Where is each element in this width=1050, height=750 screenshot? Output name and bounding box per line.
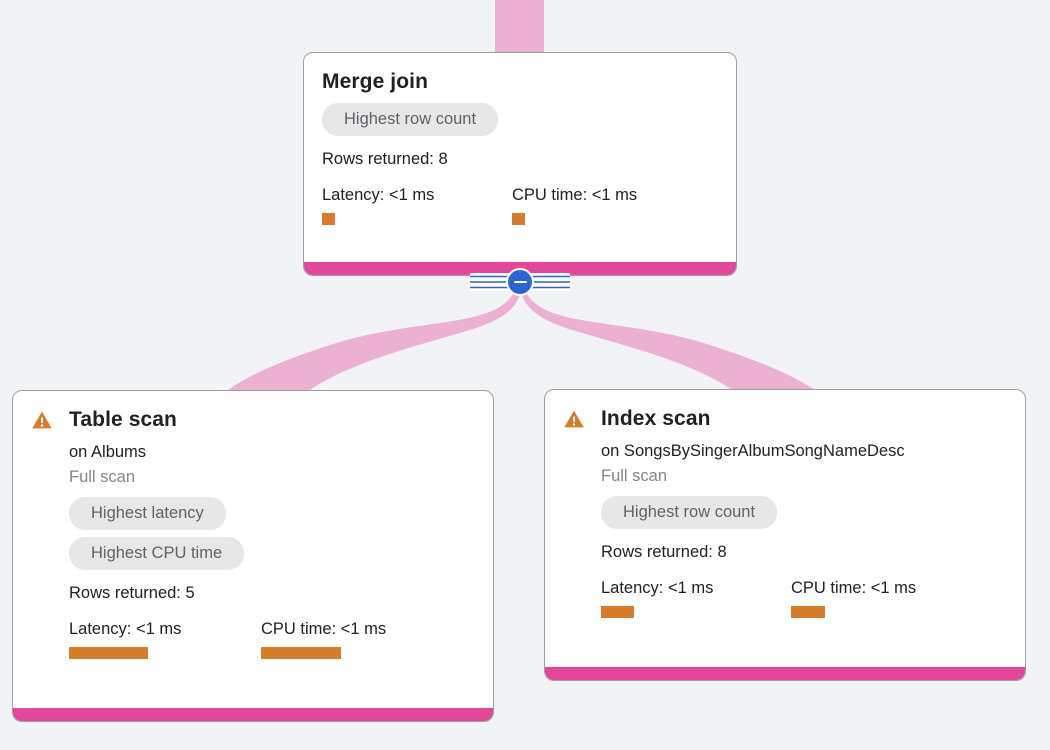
node-metrics: Latency: <1 ms CPU time: <1 ms xyxy=(322,185,718,225)
plan-node-merge-join[interactable]: Merge join Highest row count Rows return… xyxy=(303,52,737,276)
edge-merge-join-to-index-scan xyxy=(521,288,815,390)
edge-merge-join-to-table-scan xyxy=(228,288,521,390)
metric-cpu-time: CPU time: <1 ms xyxy=(261,619,386,659)
metric-latency: Latency: <1 ms xyxy=(69,619,261,659)
metric-latency-label: Latency: <1 ms xyxy=(601,579,714,597)
node-title-block: Index scan on SongsBySingerAlbumSongName… xyxy=(601,406,1007,488)
chip-highest-row-count: Highest row count xyxy=(601,496,778,529)
rows-returned: Rows returned: 5 xyxy=(69,584,195,602)
metric-latency-bar xyxy=(322,213,335,225)
node-accent-bar xyxy=(545,667,1025,680)
node-subtitle: on Albums xyxy=(69,443,147,461)
metric-latency-label: Latency: <1 ms xyxy=(322,186,435,204)
node-title-block: Merge join xyxy=(322,69,718,95)
rows-returned: Rows returned: 8 xyxy=(322,150,448,168)
plan-node-table-scan[interactable]: Table scan on Albums Full scan Highest l… xyxy=(12,390,494,722)
warning-triangle-icon xyxy=(564,410,584,428)
collapse-toggle[interactable] xyxy=(470,268,570,296)
node-title: Merge join xyxy=(322,70,429,93)
node-scan-type: Full scan xyxy=(601,467,668,485)
metric-cpu-time: CPU time: <1 ms xyxy=(512,185,637,225)
metric-latency: Latency: <1 ms xyxy=(601,578,791,618)
node-header: Index scan on SongsBySingerAlbumSongName… xyxy=(563,406,1007,488)
node-title: Index scan xyxy=(601,407,711,430)
node-metrics: Latency: <1 ms CPU time: <1 ms xyxy=(563,578,1007,618)
chip-highest-cpu-time: Highest CPU time xyxy=(69,537,245,570)
node-body: Merge join Highest row count Rows return… xyxy=(304,53,736,239)
metric-cpu-time-bar xyxy=(261,647,341,659)
minus-circle-icon[interactable] xyxy=(506,268,534,296)
rows-returned: Rows returned: 8 xyxy=(601,543,727,561)
metric-latency-bar xyxy=(601,606,634,618)
metric-cpu-time-bar xyxy=(512,213,525,225)
metric-cpu-time-label: CPU time: <1 ms xyxy=(791,579,917,597)
incoming-flow-ribbon xyxy=(495,0,544,54)
metric-cpu-time: CPU time: <1 ms xyxy=(791,578,916,618)
metric-cpu-time-label: CPU time: <1 ms xyxy=(261,620,387,638)
metric-latency-bar xyxy=(69,647,148,659)
metric-cpu-time-bar xyxy=(791,606,825,618)
node-title: Table scan xyxy=(69,408,177,431)
node-scan-type: Full scan xyxy=(69,468,136,486)
warning-triangle-icon xyxy=(32,411,52,429)
node-chips: Highest row count xyxy=(322,103,718,143)
metric-latency: Latency: <1 ms xyxy=(322,185,512,225)
chip-highest-latency: Highest latency xyxy=(69,497,226,530)
minus-glyph xyxy=(513,280,527,284)
node-title-block: Table scan on Albums Full scan xyxy=(69,407,475,489)
node-header: Merge join xyxy=(322,69,718,95)
plan-node-index-scan[interactable]: Index scan on SongsBySingerAlbumSongName… xyxy=(544,389,1026,681)
chip-highest-row-count: Highest row count xyxy=(322,103,499,136)
node-body: Table scan on Albums Full scan Highest l… xyxy=(13,391,493,673)
node-chips: Highest latency Highest CPU time xyxy=(31,497,475,577)
node-subtitle: on SongsBySingerAlbumSongNameDesc xyxy=(601,442,905,460)
node-chips: Highest row count xyxy=(563,496,1007,536)
node-metrics: Latency: <1 ms CPU time: <1 ms xyxy=(31,619,475,659)
node-header: Table scan on Albums Full scan xyxy=(31,407,475,489)
node-body: Index scan on SongsBySingerAlbumSongName… xyxy=(545,390,1025,632)
metric-cpu-time-label: CPU time: <1 ms xyxy=(512,186,638,204)
metric-latency-label: Latency: <1 ms xyxy=(69,620,182,638)
node-accent-bar xyxy=(13,708,493,721)
